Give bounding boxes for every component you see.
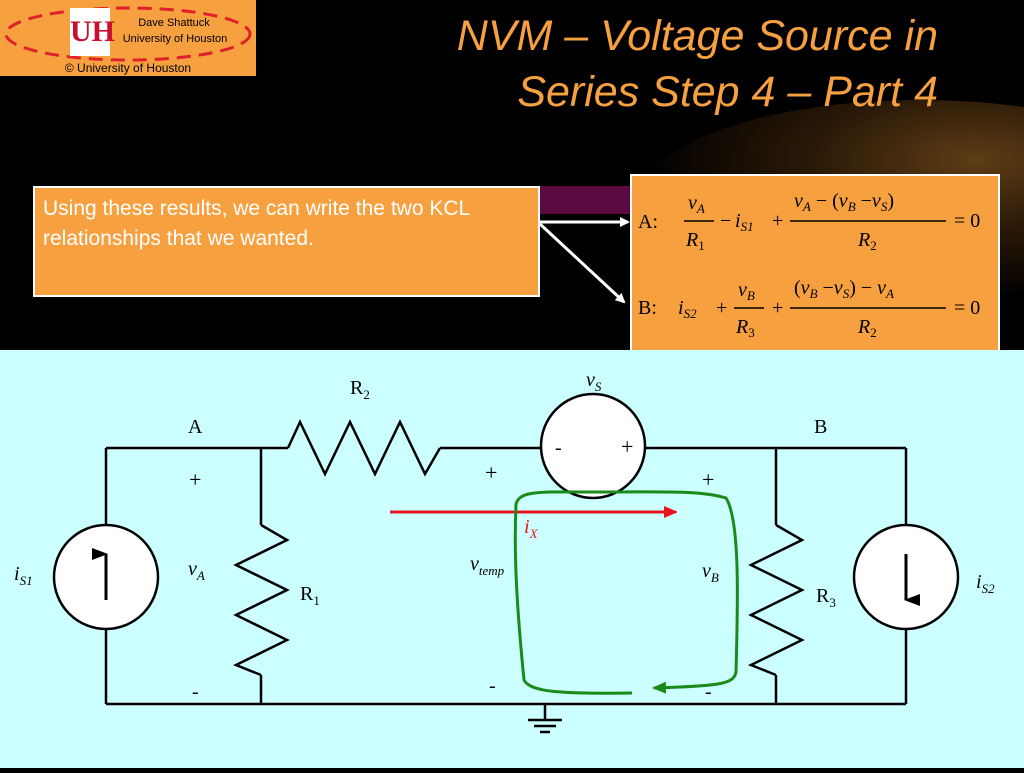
logo-ellipse <box>4 6 252 62</box>
eq-b-t2-den: R3 <box>735 316 755 340</box>
equations-svg: A: vA R1 − iS1 + vA − (vB −vS) R2 = 0 B:… <box>638 190 980 340</box>
eq-a-src: iS1 <box>735 210 754 234</box>
page-title: NVM – Voltage Source in Series Step 4 – … <box>457 8 938 120</box>
eq-b-op1: + <box>716 297 727 319</box>
circuit-area: - + A B R2 R1 R3 vS iS1 iS2 vA vB vtemp … <box>0 350 1024 768</box>
eq-a-t1-num: vA <box>688 192 705 216</box>
ground-symbol <box>528 718 562 734</box>
title-line-1: NVM – Voltage Source in <box>456 12 938 60</box>
circuit-diagram: - + A B R2 R1 R3 vS iS1 iS2 vA vB vtemp … <box>14 369 995 734</box>
eq-b-src: iS2 <box>678 297 697 321</box>
r2-label: R2 <box>350 377 370 402</box>
vtemp-label: vtemp <box>470 553 505 578</box>
va-label: vA <box>188 558 205 583</box>
logo-author: Dave Shattuck <box>138 17 210 29</box>
explanation-note: Using these results, we can write the tw… <box>33 186 540 297</box>
eq-b-label: B: <box>638 297 657 319</box>
uh-logo: UH <box>70 8 115 56</box>
va-plus: + <box>189 467 201 492</box>
kvl-loop <box>513 490 739 695</box>
voltage-source <box>539 392 647 500</box>
circuit-wires <box>104 446 908 720</box>
vb-minus: - <box>705 681 712 703</box>
vtemp-minus: - <box>489 675 496 697</box>
is2-label: iS2 <box>976 571 995 596</box>
eq-a-t1-den: R1 <box>685 229 705 253</box>
resistor-r3 <box>747 523 805 677</box>
vtemp-plus: + <box>485 460 497 485</box>
vb-plus: + <box>702 467 714 492</box>
vs-plus-sign: + <box>621 434 633 459</box>
r3-label: R3 <box>816 585 836 610</box>
decorative-bar <box>538 186 638 214</box>
eq-a-t3-num: vA − (vB −vS) <box>794 190 894 214</box>
logo-copyright: © University of Houston <box>64 61 192 75</box>
resistor-r2 <box>286 419 442 477</box>
arrow-to-eq-b <box>538 222 626 304</box>
eq-a-rhs: = 0 <box>954 210 980 232</box>
pointer-arrows <box>538 217 630 304</box>
eq-a-label: A: <box>638 211 658 233</box>
node-b-label: B <box>814 416 827 438</box>
vs-minus-sign: - <box>555 437 562 459</box>
eq-b-t3-den: R2 <box>857 316 877 340</box>
vb-label: vB <box>702 560 719 585</box>
is1-label: iS1 <box>14 563 33 588</box>
vs-label: vS <box>586 369 602 394</box>
eq-b-t2-num: vB <box>738 279 755 303</box>
node-a-label: A <box>188 416 203 438</box>
equations-box: A: vA R1 − iS1 + vA − (vB −vS) R2 = 0 B:… <box>630 174 1000 354</box>
eq-b-op2: + <box>772 297 783 319</box>
eq-a-op1: − <box>720 210 731 232</box>
equation-a: A: vA R1 − iS1 + vA − (vB −vS) R2 = 0 <box>638 190 980 253</box>
ix-label: iX <box>524 516 539 541</box>
r1-label: R1 <box>300 583 320 608</box>
eq-a-t3-den: R2 <box>857 229 877 253</box>
eq-b-rhs: = 0 <box>954 297 980 319</box>
resistor-r1 <box>232 523 290 677</box>
logo-box: UH Dave Shattuck University of Houston ©… <box>0 0 256 76</box>
eq-a-op2: + <box>772 210 783 232</box>
logo-university: University of Houston <box>122 33 228 45</box>
equation-b: B: iS2 + vB R3 + (vB −vS) − vA R2 = 0 <box>638 277 980 340</box>
title-line-2: Series Step 4 – Part 4 <box>517 68 938 116</box>
eq-b-t3-num: (vB −vS) − vA <box>794 277 894 301</box>
va-minus: - <box>192 681 199 703</box>
